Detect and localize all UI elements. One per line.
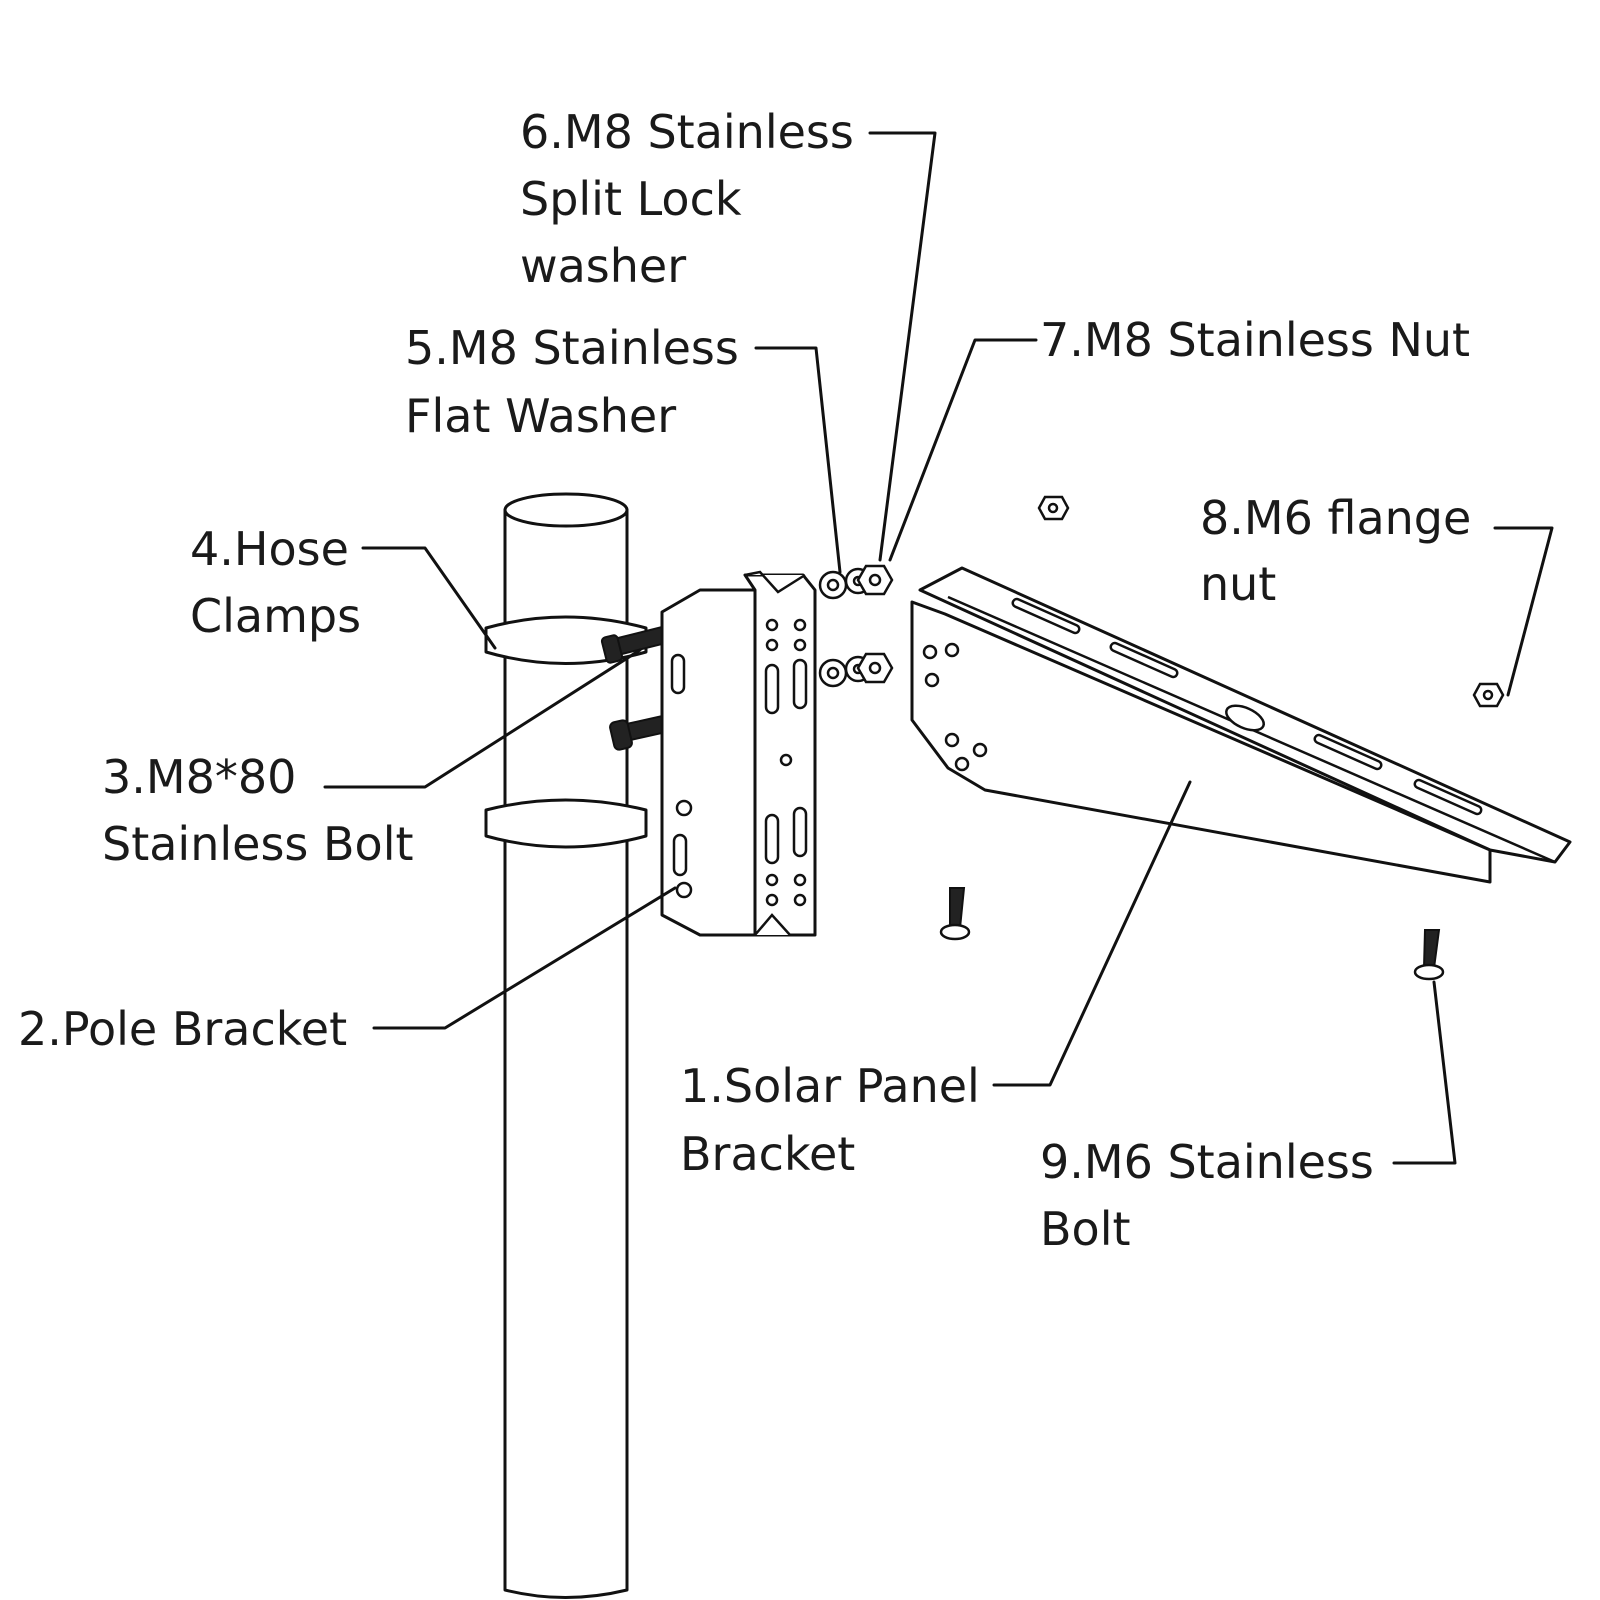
hose-clamps — [484, 615, 648, 849]
label-5-flat-washer: 5.M8 Stainless Flat Washer — [405, 321, 753, 443]
leader-lines — [323, 131, 1554, 1165]
pole-bracket — [660, 570, 817, 937]
solar-panel-bracket — [910, 566, 1572, 884]
label-6-split-lock-washer: 6.M8 Stainless Split Lock washer — [520, 105, 868, 293]
label-2-pole-bracket: 2.Pole Bracket — [18, 1002, 347, 1056]
label-4-hose-clamps: 4.Hose Clamps — [190, 522, 364, 643]
label-8-flange-nut: 8.M6 flange nut — [1200, 491, 1486, 611]
label-9-m6-bolt: 9.M6 Stainless Bolt — [1040, 1135, 1388, 1256]
m6-bolts — [939, 887, 1445, 981]
pole — [503, 492, 629, 1599]
m6-flange-nuts — [1037, 495, 1505, 708]
m8-washers-and-nuts — [818, 564, 894, 688]
label-1-solar-panel-bracket: 1.Solar Panel Bracket — [680, 1059, 994, 1181]
label-3-stainless-bolt: 3.M8*80 Stainless Bolt — [102, 750, 414, 871]
label-7-stainless-nut: 7.M8 Stainless Nut — [1040, 313, 1470, 367]
